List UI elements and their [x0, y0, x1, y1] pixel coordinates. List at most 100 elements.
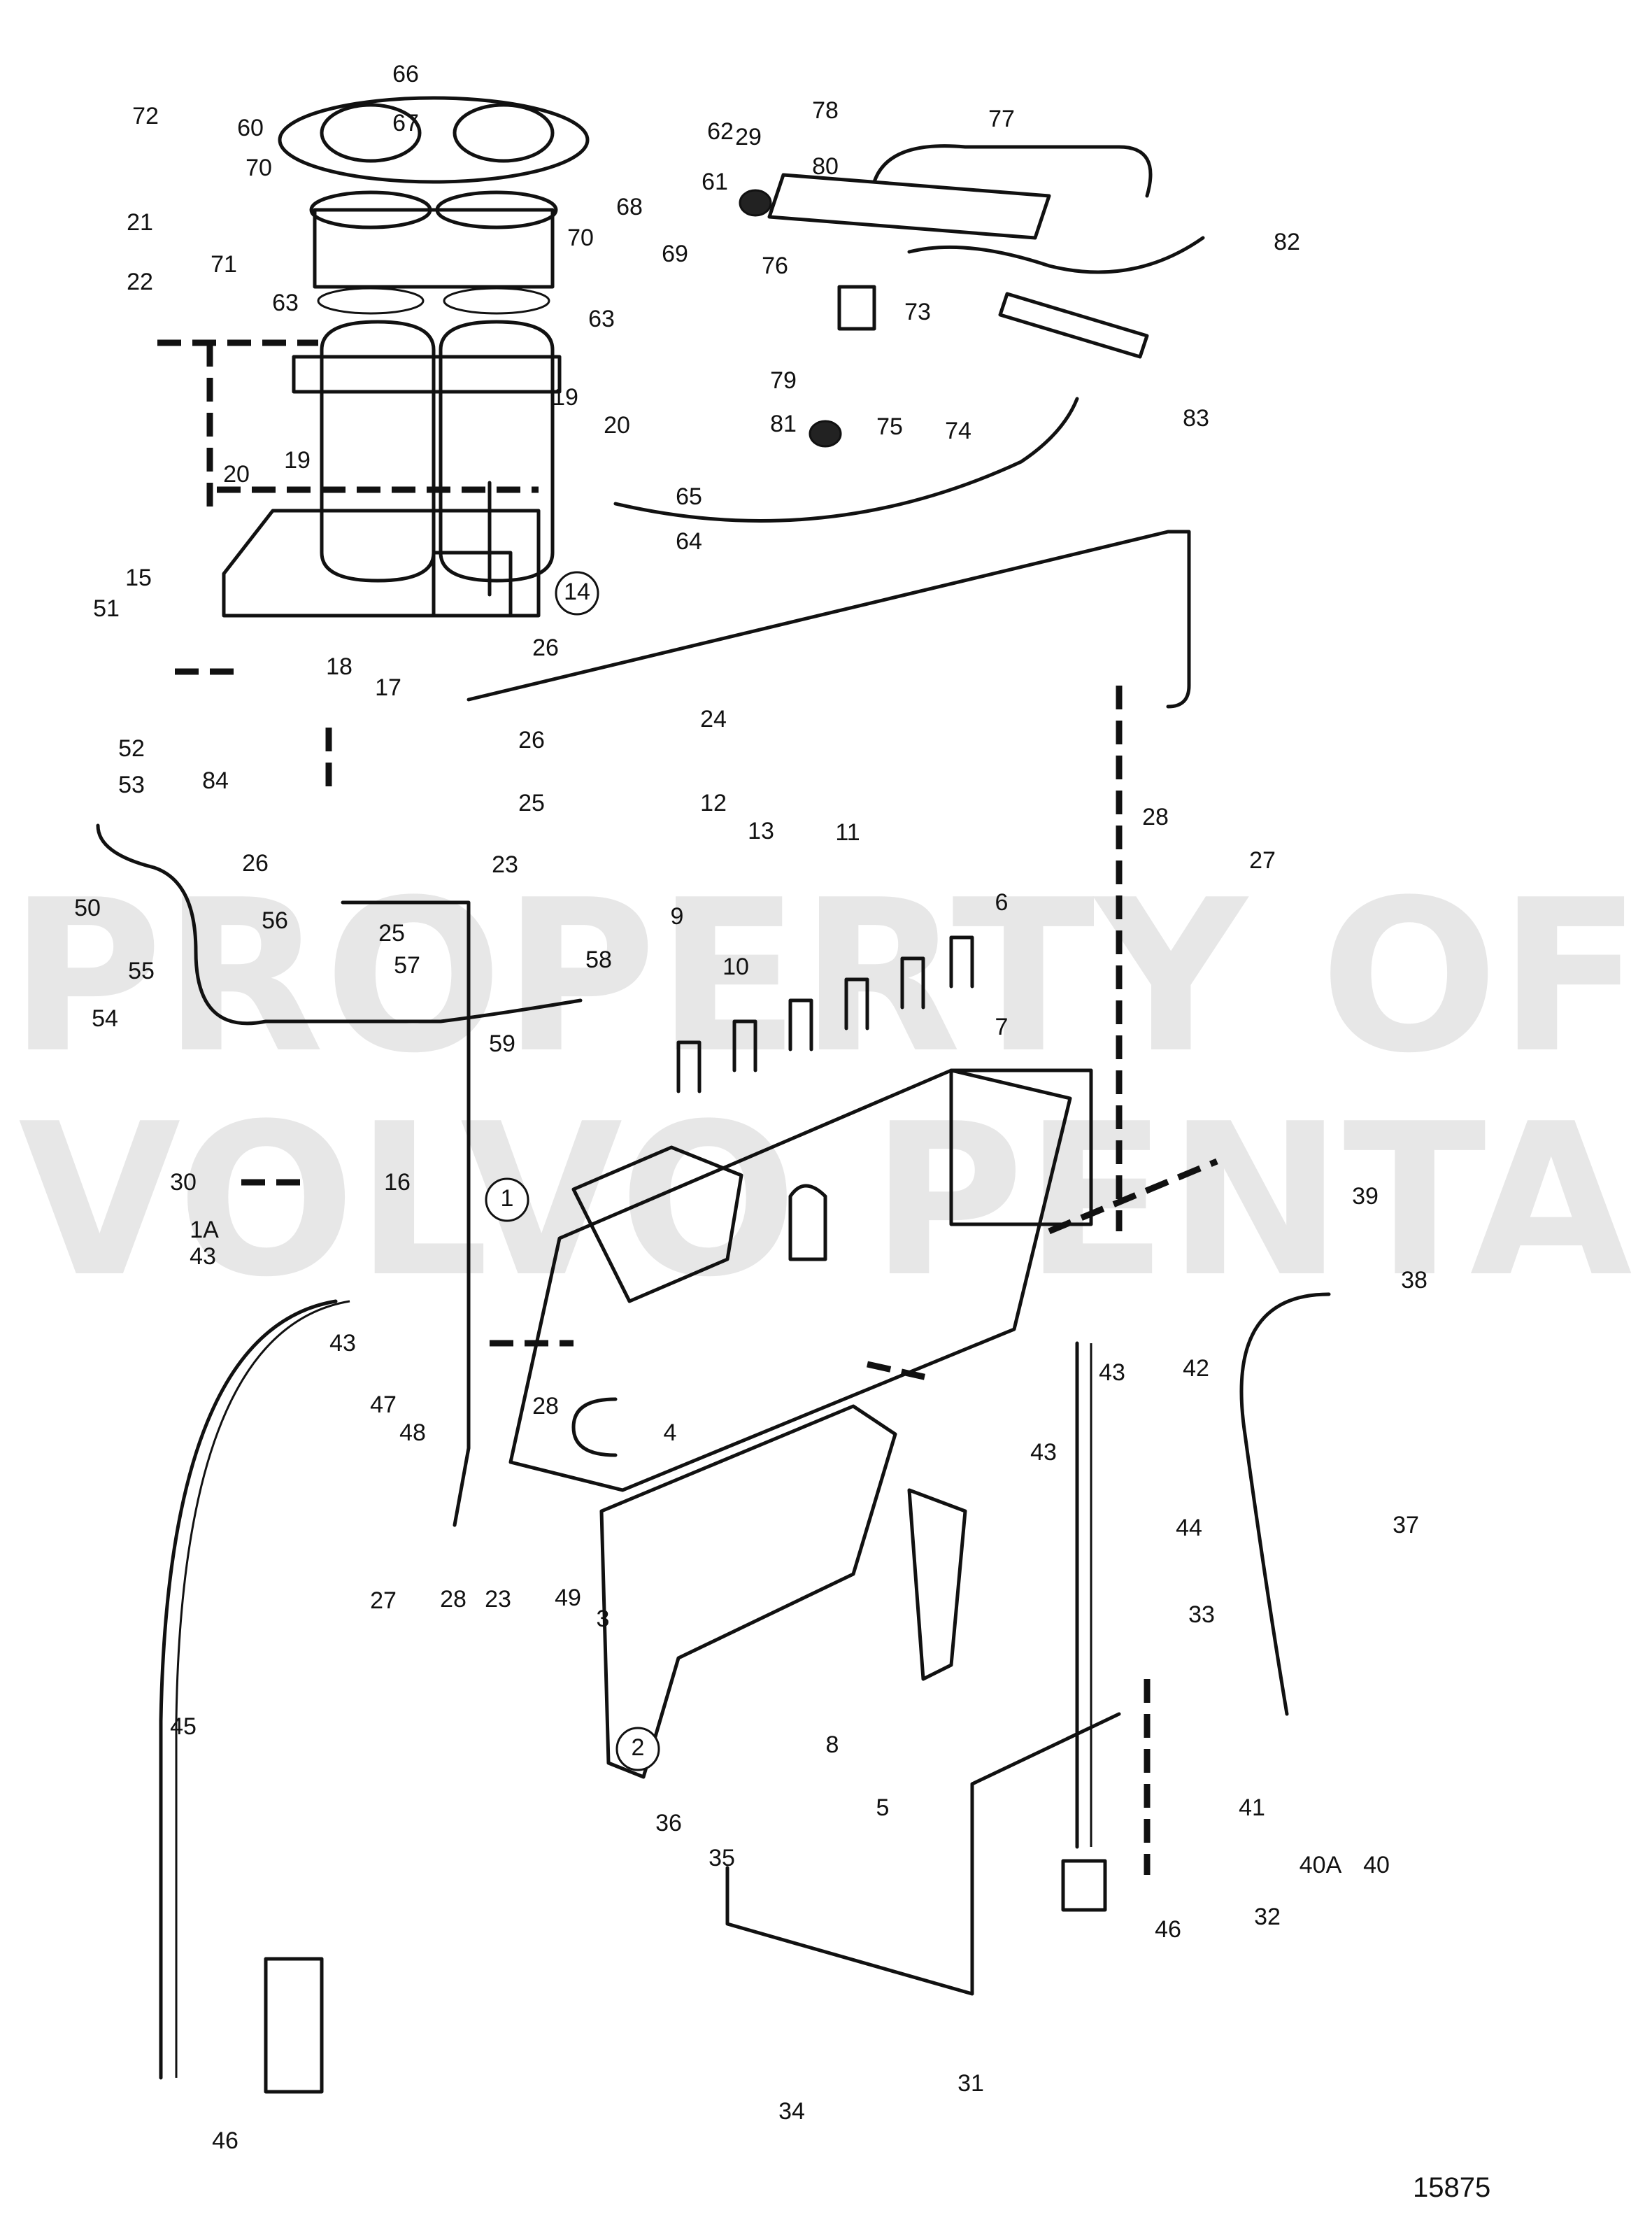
callout-48: 48 [399, 1419, 426, 1446]
fuel-line-50 [96, 823, 583, 1026]
callout-50: 50 [74, 895, 101, 921]
fuel-hose-45 [159, 1299, 338, 2080]
pump-front-cover [571, 1145, 743, 1303]
callout-25b: 25 [378, 920, 405, 947]
callout-35: 35 [708, 1845, 735, 1871]
bracket-arm-lower [907, 236, 1205, 274]
callout-51: 51 [93, 595, 120, 622]
callout-77: 77 [988, 106, 1015, 132]
callout-65: 65 [676, 483, 702, 510]
callout-63a: 63 [272, 290, 299, 316]
callout-83: 83 [1183, 405, 1209, 432]
callout-43d: 43 [1030, 1439, 1057, 1466]
bracket-long-bolt [998, 292, 1149, 359]
callout-58: 58 [585, 947, 612, 973]
callout-70a: 70 [245, 155, 272, 181]
callout-26b: 26 [518, 727, 545, 753]
callout-18: 18 [326, 653, 353, 680]
nut-81 [809, 420, 842, 448]
fuel-line-37 [1239, 1292, 1331, 1716]
callout-19b: 19 [284, 447, 311, 474]
callout-12: 12 [700, 790, 727, 816]
callout-38: 38 [1401, 1267, 1427, 1294]
callout-63b: 63 [588, 306, 615, 332]
callout-79: 79 [770, 367, 797, 394]
callout-46a: 46 [1155, 1916, 1181, 1943]
hose-44-end-fitting [1061, 1859, 1107, 1912]
callout-64: 64 [676, 528, 702, 555]
callout-69: 69 [662, 241, 688, 267]
callout-20b: 20 [223, 461, 250, 488]
callout-41: 41 [1239, 1794, 1265, 1821]
callout-73: 73 [904, 299, 931, 325]
callout-44: 44 [1176, 1515, 1202, 1541]
callout-46b: 46 [212, 2127, 238, 2154]
pump-drive-shaft [571, 1397, 618, 1457]
callout-66: 66 [392, 61, 419, 87]
watermark-line-1: PROPERTY OF [9, 855, 1642, 1099]
callout-17: 17 [375, 674, 401, 701]
callout-10: 10 [722, 954, 749, 980]
callout-14: 14 [564, 579, 590, 605]
callout-81: 81 [770, 411, 797, 437]
callout-28c: 28 [440, 1586, 467, 1613]
filter-cover-dome-left [320, 103, 422, 163]
assembly-dashed-lines [157, 339, 1218, 1875]
callout-23a: 23 [492, 851, 518, 878]
pump-mounting-bracket [599, 1404, 897, 1779]
pump-delivery-valves [676, 935, 974, 1093]
callout-45: 45 [170, 1713, 197, 1740]
callout-32: 32 [1254, 1904, 1281, 1930]
callout-53: 53 [118, 772, 145, 798]
callout-25a: 25 [518, 790, 545, 816]
callout-52: 52 [118, 735, 145, 762]
callout-4: 4 [664, 1419, 677, 1446]
fuel-filter-assembly [222, 96, 590, 618]
fuel-line-24 [467, 530, 1191, 709]
callout-11: 11 [835, 819, 860, 846]
bracket-arm-upper [872, 144, 1153, 198]
callout-39: 39 [1352, 1183, 1379, 1210]
callout-40A: 40A [1299, 1852, 1342, 1878]
callout-43a: 43 [190, 1243, 216, 1270]
callout-61: 61 [702, 169, 728, 195]
filter-bracket [222, 509, 541, 618]
pump-bracket [599, 1404, 967, 1779]
bracket-plate [767, 173, 1051, 240]
callout-7: 7 [995, 1014, 1009, 1040]
callout-1A: 1A [190, 1217, 219, 1243]
seal-ring-right [443, 287, 550, 315]
callout-54: 54 [92, 1005, 118, 1032]
callout-82: 82 [1274, 229, 1300, 255]
callout-26c: 26 [242, 850, 269, 877]
callout-84: 84 [202, 767, 229, 794]
nut-29 [739, 189, 772, 217]
filter-head-bore-right [435, 190, 558, 229]
dash-line-j [1048, 1158, 1218, 1235]
callout-76: 76 [762, 253, 788, 279]
callout-20a: 20 [604, 412, 630, 439]
bracket-clamp [837, 285, 876, 331]
callout-37: 37 [1393, 1512, 1419, 1538]
callout-28b: 28 [532, 1393, 559, 1419]
filter-head-bore-left [309, 190, 432, 229]
callout-57: 57 [394, 952, 420, 979]
injection-pump [508, 935, 1093, 1492]
filter-canister-left [320, 320, 436, 583]
callout-24: 24 [700, 706, 727, 732]
callout-72: 72 [132, 103, 159, 129]
callout-5: 5 [876, 1794, 890, 1821]
filter-head [313, 208, 555, 289]
callout-43c: 43 [1099, 1359, 1125, 1386]
callout-15: 15 [125, 565, 152, 591]
callout-circle-14 [555, 571, 599, 616]
callout-19a: 19 [552, 384, 578, 411]
callout-59: 59 [489, 1030, 515, 1057]
callout-34: 34 [778, 2098, 805, 2125]
seal-ring-left [317, 287, 425, 315]
callout-47: 47 [370, 1391, 397, 1418]
callout-71: 71 [211, 251, 237, 278]
callout-8: 8 [826, 1731, 839, 1758]
callout-49: 49 [555, 1585, 581, 1611]
